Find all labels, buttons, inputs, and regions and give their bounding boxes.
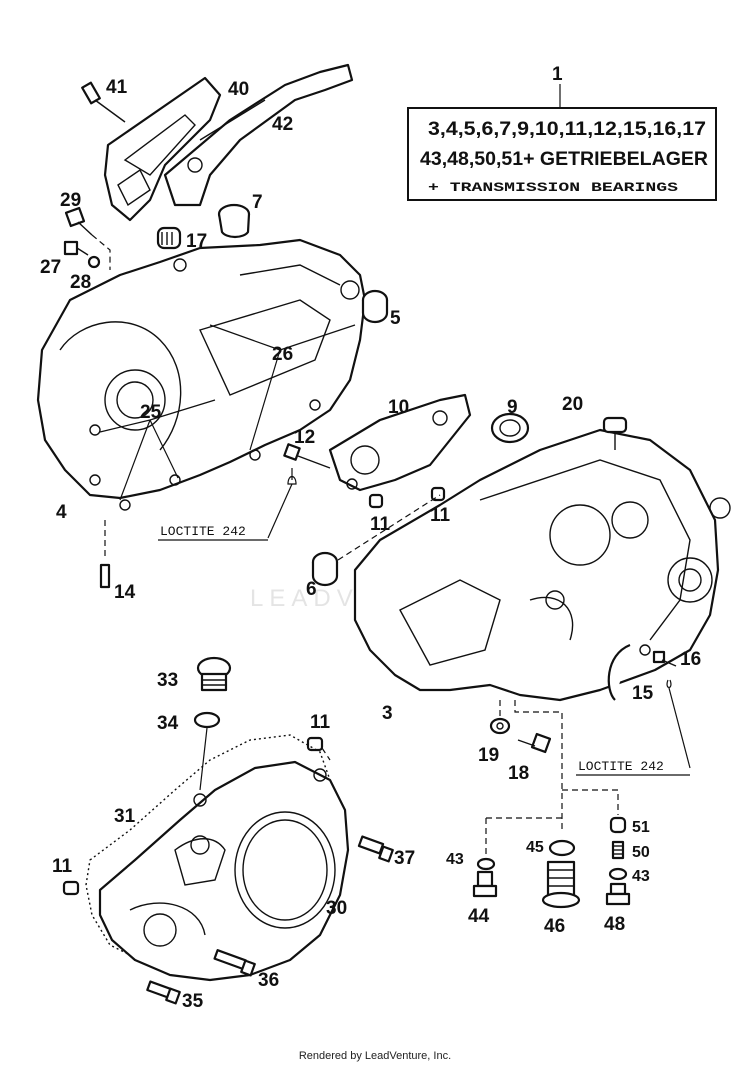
bearing-retainer-10	[328, 393, 472, 492]
needle-bearing-17	[156, 226, 182, 250]
callout-11-a: 11	[370, 514, 391, 535]
callout-15: 15	[632, 683, 654, 704]
callout-31: 31	[114, 806, 136, 827]
kit-line-3: + TRANSMISSION BEARINGS	[428, 180, 678, 195]
loctite-label-right: LOCTITE 242	[576, 759, 690, 776]
o-ring-45	[548, 839, 576, 857]
callout-29: 29	[60, 190, 81, 211]
callout-41: 41	[106, 77, 128, 98]
dowel-11-d	[62, 880, 80, 896]
callout-37: 37	[394, 848, 415, 869]
callout-40: 40	[228, 79, 249, 100]
callout-1: 1	[552, 64, 563, 85]
callout-11-b: 11	[430, 505, 451, 526]
callout-51: 51	[632, 819, 650, 836]
callout-6: 6	[306, 579, 317, 600]
needle-bearing-9	[490, 412, 530, 444]
kit-line-1: 3,4,5,6,7,9,10,11,12,15,16,17	[428, 119, 706, 140]
callout-19: 19	[478, 745, 499, 766]
screw-16	[652, 650, 691, 769]
callout-42: 42	[272, 114, 293, 135]
callout-27: 27	[40, 257, 61, 278]
bushing-7	[217, 203, 251, 239]
cap-51	[609, 816, 627, 834]
o-ring-34	[193, 711, 221, 729]
kit-line-2: 43,48,50,51+ GETRIEBELAGER	[420, 149, 708, 170]
dowel-11-c	[306, 736, 324, 752]
callout-17: 17	[186, 231, 207, 252]
bolt-41	[81, 81, 126, 123]
screw-14	[99, 520, 111, 589]
loctite-right-text: LOCTITE 242	[578, 759, 664, 774]
left-crankcase-part	[36, 238, 367, 511]
bushing-5	[361, 289, 389, 324]
callout-35: 35	[182, 991, 204, 1012]
callout-43-a: 43	[446, 851, 464, 868]
kit-box: 3,4,5,6,7,9,10,11,12,15,16,17 43,48,50,5…	[407, 84, 717, 201]
filler-plug-33	[196, 656, 232, 692]
callout-16: 16	[680, 649, 701, 670]
callout-30: 30	[326, 898, 347, 919]
callout-18: 18	[508, 763, 529, 784]
callout-50: 50	[632, 844, 650, 861]
loctite-label-left: LOCTITE 242	[158, 524, 268, 541]
callout-5: 5	[390, 308, 401, 329]
callout-33: 33	[157, 670, 178, 691]
strainer-46	[541, 860, 581, 909]
loctite-left-text: LOCTITE 242	[160, 524, 246, 539]
callout-12: 12	[294, 427, 315, 448]
footer-credit: Rendered by LeadVenture, Inc.	[298, 1050, 452, 1062]
callout-45: 45	[526, 839, 544, 856]
bolt-35	[146, 980, 181, 1005]
callout-11-c: 11	[310, 712, 331, 733]
dowel-11-b	[430, 486, 446, 502]
washer-43-left	[476, 857, 496, 871]
screw-27-washer-28	[63, 240, 101, 269]
chain-guide-part	[163, 63, 354, 207]
bolt-37	[357, 835, 394, 863]
callout-10: 10	[388, 397, 409, 418]
callout-9: 9	[507, 397, 518, 418]
callout-7: 7	[252, 192, 263, 213]
callout-20: 20	[562, 394, 583, 415]
callout-36: 36	[258, 970, 279, 991]
callout-14: 14	[114, 582, 136, 603]
drain-plug-44	[472, 870, 498, 898]
screw-29	[64, 206, 111, 270]
callout-28: 28	[70, 272, 91, 293]
callout-4: 4	[56, 502, 67, 523]
circlip-15	[607, 643, 651, 701]
callout-26: 26	[272, 344, 293, 365]
callout-48: 48	[604, 914, 625, 935]
washer-19	[489, 700, 511, 735]
cover-30	[98, 760, 350, 982]
plug-48	[605, 882, 631, 906]
callout-43-b: 43	[632, 868, 650, 885]
dowel-11-a	[368, 493, 384, 509]
callout-46: 46	[544, 916, 565, 937]
bolt-12	[267, 443, 331, 539]
callout-3: 3	[382, 703, 393, 724]
bushing-6	[311, 551, 339, 587]
washer-43-right	[608, 867, 628, 881]
bolt-18	[517, 732, 552, 754]
callout-25: 25	[140, 402, 162, 423]
sprocket-cover-part	[103, 76, 222, 222]
callout-34: 34	[157, 713, 179, 734]
bolt-36	[213, 949, 256, 977]
right-crankcase-part	[353, 416, 731, 702]
callout-11-d: 11	[52, 856, 73, 877]
spring-50	[611, 840, 625, 860]
callout-44: 44	[468, 906, 490, 927]
